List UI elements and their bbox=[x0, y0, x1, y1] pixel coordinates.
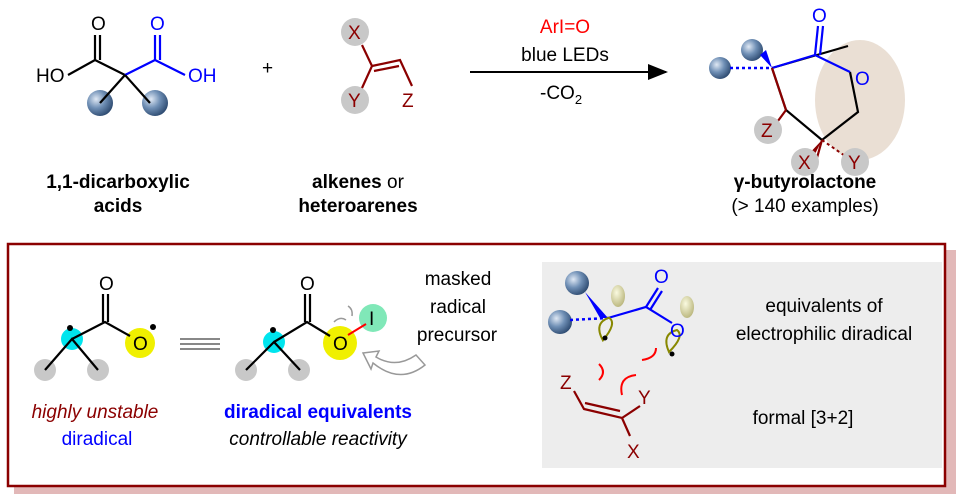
o-label: O bbox=[300, 274, 315, 295]
lactone-structure: O O Z X Y bbox=[709, 6, 905, 176]
o-label: O bbox=[654, 267, 669, 288]
iodine-label: I bbox=[369, 309, 374, 330]
alkene-label-line1: alkenes or bbox=[312, 172, 405, 193]
byproduct-label: -CO2 bbox=[540, 83, 582, 107]
x-label: X bbox=[798, 153, 811, 174]
unstable-label: highly unstable bbox=[32, 402, 159, 423]
o-label: O bbox=[855, 69, 870, 90]
o-label: O bbox=[333, 334, 348, 355]
acid-label-line1: 1,1-dicarboxylic bbox=[46, 172, 190, 193]
diradical-label: diradical bbox=[62, 429, 133, 450]
plus-sign: + bbox=[262, 58, 273, 79]
o-label: O bbox=[133, 334, 148, 355]
diradical-structure: O O bbox=[34, 274, 156, 381]
y-label: Y bbox=[348, 91, 361, 112]
mechanism-panel bbox=[542, 262, 942, 468]
oh-label: OH bbox=[188, 66, 217, 87]
y-label: Y bbox=[848, 153, 861, 174]
o-label: O bbox=[91, 14, 106, 35]
reagent-label: ArI=O bbox=[540, 17, 590, 38]
panel-title-line2: electrophilic diradical bbox=[736, 324, 912, 345]
masked-line1: masked bbox=[425, 269, 492, 290]
z-label: Z bbox=[402, 91, 414, 112]
light-label: blue LEDs bbox=[521, 45, 609, 66]
ho-label: HO bbox=[36, 66, 65, 87]
panel-title-line1: equivalents of bbox=[765, 296, 883, 317]
acid-label-line2: acids bbox=[94, 196, 143, 217]
z-label: Z bbox=[761, 121, 773, 142]
o-label: O bbox=[670, 321, 685, 342]
formal-cycloaddition-label: formal [3+2] bbox=[753, 408, 854, 429]
x-label: X bbox=[627, 442, 640, 463]
reactivity-label: controllable reactivity bbox=[229, 429, 408, 450]
o-label: O bbox=[150, 14, 165, 35]
cycloaddition-structure: Z Y X O O bbox=[548, 267, 694, 463]
o-label: O bbox=[99, 274, 114, 295]
diradical-equivalent-structure: O O I bbox=[235, 274, 427, 381]
dicarboxylic-acid-structure: HO O O OH bbox=[36, 14, 217, 116]
o-label: O bbox=[812, 6, 827, 27]
alkene-label-line2: heteroarenes bbox=[298, 196, 417, 217]
examples-count: (> 140 examples) bbox=[731, 196, 878, 217]
masked-line2: radical bbox=[430, 297, 486, 318]
masked-line3: precursor bbox=[417, 325, 498, 346]
y-label: Y bbox=[638, 388, 651, 409]
product-label: γ-butyrolactone bbox=[734, 172, 877, 193]
alkene-structure: X Y Z bbox=[341, 18, 414, 114]
z-label: Z bbox=[560, 373, 572, 394]
equivalents-label: diradical equivalents bbox=[224, 402, 412, 423]
x-label: X bbox=[348, 23, 361, 44]
equivalence-symbol bbox=[180, 338, 220, 350]
